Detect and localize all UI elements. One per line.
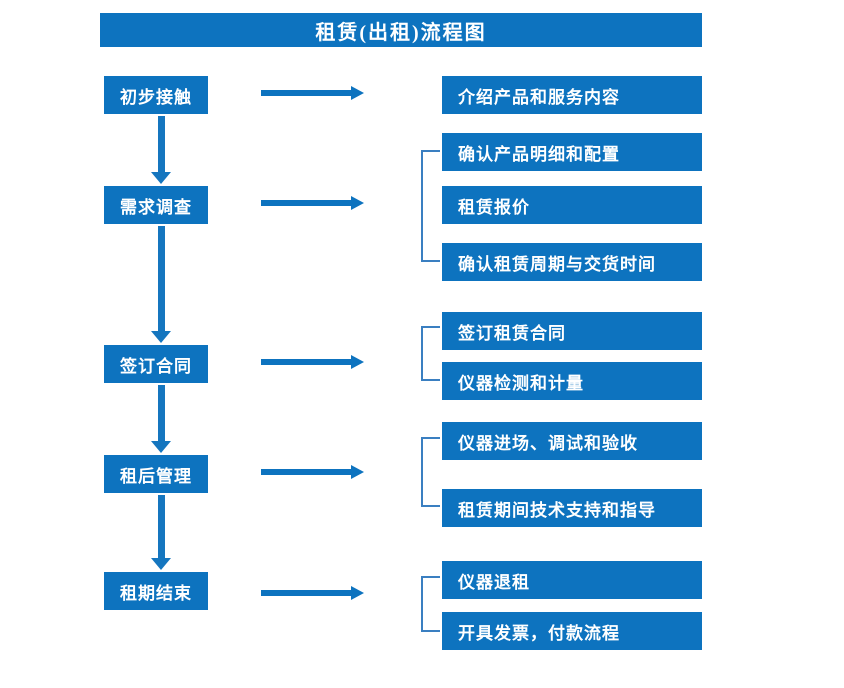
stage-box[interactable]: 签订合同	[104, 345, 208, 383]
stage-box[interactable]: 租期结束	[104, 572, 208, 610]
stage-box[interactable]: 初步接触	[104, 76, 208, 114]
detail-box[interactable]: 介绍产品和服务内容	[442, 76, 702, 114]
flow-arrow-right-icon	[261, 355, 364, 369]
arrow-shaft	[261, 200, 353, 206]
arrow-head	[351, 86, 364, 100]
flow-arrow-right-icon	[261, 196, 364, 210]
detail-box[interactable]: 开具发票，付款流程	[442, 612, 702, 650]
arrow-head	[351, 355, 364, 369]
detail-box[interactable]: 仪器进场、调试和验收	[442, 422, 702, 460]
flow-arrow-down-icon	[151, 385, 171, 453]
arrow-shaft	[261, 590, 353, 596]
detail-box[interactable]: 仪器退租	[442, 561, 702, 599]
detail-box[interactable]: 确认租赁周期与交货时间	[442, 243, 702, 281]
detail-box[interactable]: 租赁报价	[442, 186, 702, 224]
arrow-head	[151, 331, 171, 343]
detail-box[interactable]: 确认产品明细和配置	[442, 133, 702, 171]
arrow-shaft	[158, 495, 165, 559]
arrow-shaft	[158, 385, 165, 442]
group-bracket	[421, 326, 440, 381]
arrow-shaft	[261, 469, 353, 475]
flow-arrow-down-icon	[151, 226, 171, 343]
detail-box[interactable]: 仪器检测和计量	[442, 362, 702, 400]
arrow-shaft	[261, 359, 353, 365]
flow-arrow-right-icon	[261, 86, 364, 100]
group-bracket	[421, 437, 440, 507]
stage-box[interactable]: 需求调查	[104, 186, 208, 224]
flow-arrow-right-icon	[261, 465, 364, 479]
arrow-head	[351, 465, 364, 479]
arrow-head	[151, 172, 171, 184]
arrow-head	[151, 441, 171, 453]
diagram-title: 租赁(出租)流程图	[100, 13, 702, 47]
flow-arrow-down-icon	[151, 495, 171, 570]
arrow-head	[351, 586, 364, 600]
arrow-shaft	[158, 226, 165, 332]
group-bracket	[421, 150, 440, 262]
flow-arrow-down-icon	[151, 116, 171, 184]
flow-arrow-right-icon	[261, 586, 364, 600]
arrow-head	[351, 196, 364, 210]
arrow-shaft	[158, 116, 165, 173]
stage-box[interactable]: 租后管理	[104, 455, 208, 493]
arrow-head	[151, 558, 171, 570]
group-bracket	[421, 576, 440, 632]
detail-box[interactable]: 租赁期间技术支持和指导	[442, 489, 702, 527]
detail-box[interactable]: 签订租赁合同	[442, 312, 702, 350]
arrow-shaft	[261, 90, 353, 96]
